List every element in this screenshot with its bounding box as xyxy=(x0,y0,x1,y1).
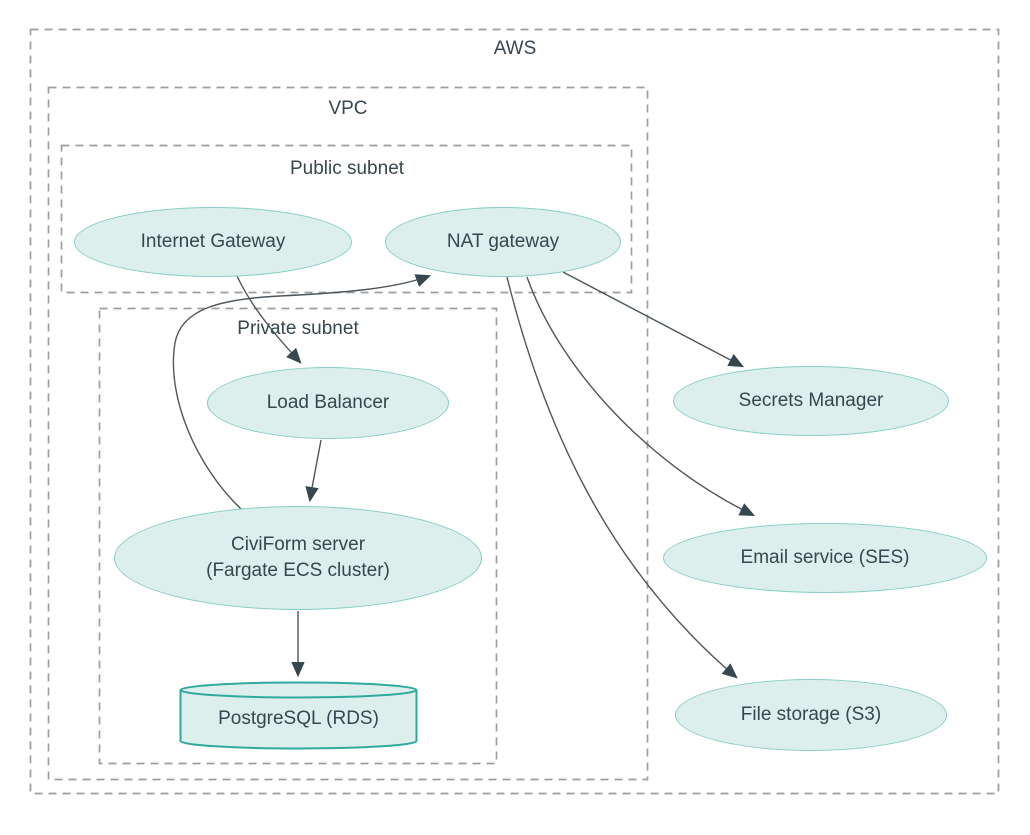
aws-box-title: AWS xyxy=(493,38,537,59)
civiform-server-label-line1: CiviForm server xyxy=(230,534,366,555)
private-subnet-box-title: Private subnet xyxy=(237,318,359,339)
private-subnet-box xyxy=(98,307,498,765)
secrets-manager-label: Secrets Manager xyxy=(738,390,884,411)
nat-gateway-node: NAT gateway xyxy=(385,207,621,277)
edge-internet-gateway-to-load-balancer xyxy=(236,275,302,364)
public-subnet-box-title: Public subnet xyxy=(289,158,405,179)
edge-civiform-server-to-nat-gateway xyxy=(172,274,432,510)
postgresql-label: PostgreSQL (RDS) xyxy=(218,708,379,729)
load-balancer-label: Load Balancer xyxy=(266,392,390,413)
civiform-server-node: CiviForm server (Fargate ECS cluster) xyxy=(114,506,482,610)
civiform-server-label-line2: (Fargate ECS cluster) xyxy=(206,560,390,581)
edge-nat-gateway-to-file-storage xyxy=(506,276,738,679)
vpc-box xyxy=(47,86,649,781)
load-balancer-node: Load Balancer xyxy=(207,367,449,439)
file-storage-label: File storage (S3) xyxy=(740,704,882,725)
edge-load-balancer-to-civiform-server xyxy=(305,439,322,503)
aws-box xyxy=(29,28,1000,795)
vpc-box-title: VPC xyxy=(328,98,368,119)
postgresql-node: PostgreSQL (RDS) xyxy=(180,694,417,744)
email-service-node: Email service (SES) xyxy=(663,523,987,593)
postgresql-cylinder xyxy=(179,681,418,750)
internet-gateway-label: Internet Gateway xyxy=(140,231,286,252)
secrets-manager-node: Secrets Manager xyxy=(673,366,949,436)
nat-gateway-label: NAT gateway xyxy=(446,231,560,252)
public-subnet-box xyxy=(60,144,633,294)
edge-nat-gateway-to-email-service xyxy=(526,276,756,517)
edge-nat-gateway-to-secrets-manager xyxy=(562,271,745,368)
internet-gateway-node: Internet Gateway xyxy=(74,207,352,277)
file-storage-node: File storage (S3) xyxy=(675,679,947,751)
email-service-label: Email service (SES) xyxy=(740,547,910,568)
